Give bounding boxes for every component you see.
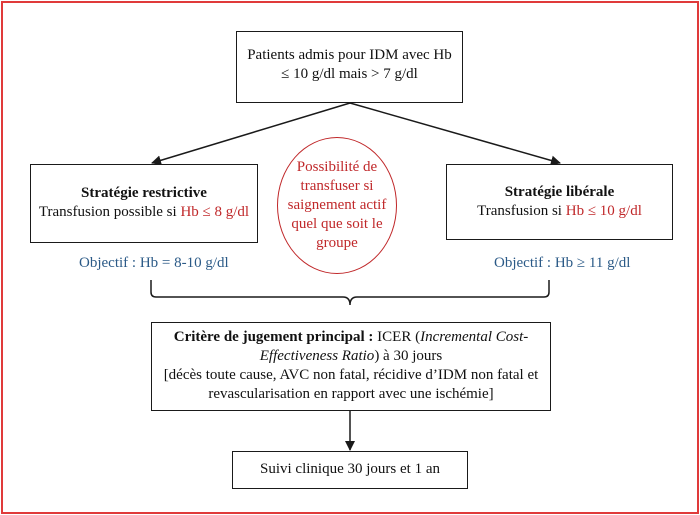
bleeding-note-text: Possibilité de transfuser si saignement …	[287, 159, 387, 251]
endpoint-components: [décès toute cause, AVC non fatal, récid…	[163, 367, 539, 402]
liberal-threshold: Hb ≤ 10 g/dl	[565, 203, 642, 219]
restrictive-title: Stratégie restrictive	[81, 185, 207, 201]
arrow-to-restrictive	[151, 102, 351, 166]
endpoint-heading: Critère de jugement principal : ICER (In…	[152, 328, 550, 366]
endpoint-timing: ) à 30 jours	[374, 348, 443, 364]
restrictive-threshold: Hb ≤ 8 g/dl	[180, 204, 250, 220]
endpoint-icer: ICER (	[373, 329, 421, 345]
inclusion-line-2: ≤ 10 g/dl mais > 7 g/dl	[281, 66, 418, 82]
liberal-strategy-box: Stratégie libérale Transfusion si Hb ≤ 1…	[446, 164, 673, 240]
inclusion-line-1: Patients admis pour IDM avec Hb	[247, 47, 452, 63]
primary-endpoint-box: Critère de jugement principal : ICER (In…	[151, 322, 551, 411]
endpoint-label: Critère de jugement principal :	[173, 329, 374, 345]
merge-brace	[150, 280, 550, 306]
restrictive-rule: Transfusion possible si Hb ≤ 8 g/dl	[31, 203, 257, 222]
bleeding-note-circle: Possibilité de transfuser si saignement …	[277, 137, 397, 274]
restrictive-text: Transfusion possible si	[38, 204, 181, 220]
liberal-rule: Transfusion si Hb ≤ 10 g/dl	[447, 202, 672, 221]
endpoint-icer-full: Incremental Cost-Effectiveness Ratio	[259, 329, 529, 364]
liberal-title: Stratégie libérale	[504, 184, 615, 200]
restrictive-strategy-box: Stratégie restrictive Transfusion possib…	[30, 164, 258, 243]
liberal-text: Transfusion si	[477, 203, 566, 219]
objective-restrictive: Objectif : Hb = 8-10 g/dl	[79, 255, 229, 271]
objective-liberal: Objectif : Hb ≥ 11 g/dl	[494, 255, 631, 271]
arrow-to-liberal	[349, 102, 561, 166]
followup-box: Suivi clinique 30 jours et 1 an	[232, 451, 468, 489]
followup-text: Suivi clinique 30 jours et 1 an	[260, 461, 440, 477]
inclusion-box: Patients admis pour IDM avec Hb ≤ 10 g/d…	[236, 31, 463, 103]
